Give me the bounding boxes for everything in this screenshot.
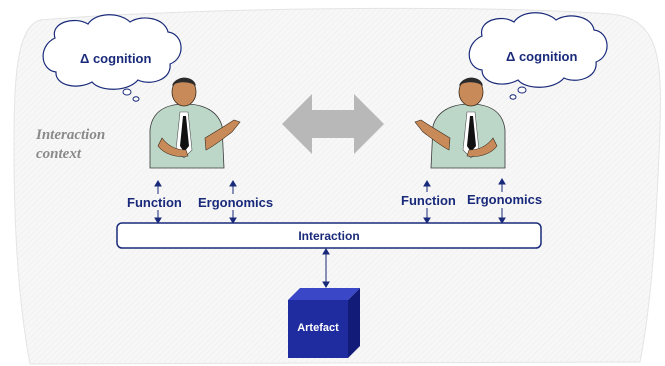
artefact-connector: [322, 248, 330, 288]
left-function-label: Function: [127, 195, 182, 210]
left-thought-label: Δ cognition: [80, 51, 152, 66]
artefact-label: Artefact: [297, 322, 339, 334]
right-thought-cloud: [468, 12, 608, 100]
left-ergonomics-label: Ergonomics: [198, 195, 274, 210]
left-thought-cloud: [42, 14, 182, 102]
double-arrow-icon: [282, 94, 384, 154]
interaction-context-label: Interaction context: [36, 126, 105, 164]
interaction-label: Interaction: [298, 229, 360, 243]
context-line-2: context: [36, 146, 81, 162]
artefact-cube: [288, 288, 360, 358]
right-ergonomics-label: Ergonomics: [467, 192, 543, 207]
right-function-label: Function: [401, 193, 456, 208]
interaction-bar: [116, 222, 542, 249]
context-line-1: Interaction: [36, 127, 106, 143]
left-person-icon: [149, 77, 241, 169]
right-thought-label: Δ cognition: [506, 49, 578, 64]
right-person-icon: [414, 77, 506, 169]
small-arrows: [154, 178, 506, 224]
